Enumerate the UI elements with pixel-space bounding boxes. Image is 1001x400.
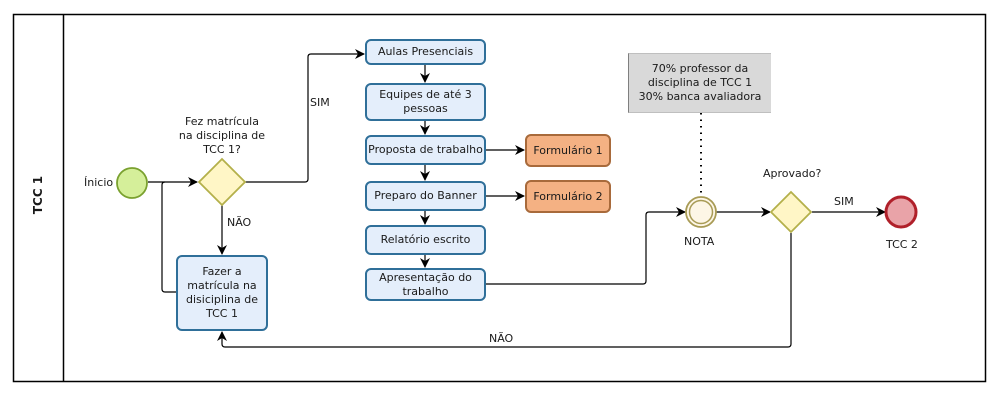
pool-frame [12,13,987,383]
task-proposta[interactable]: Proposta de trabalho [365,135,486,165]
intermediate-event-inner-ring [688,199,714,225]
lane-label-text: TCC 1 [31,175,46,215]
text-annotation: 70% professor da disciplina de TCC 1 30%… [628,53,771,113]
gateway-approved[interactable] [769,190,813,234]
lane-label: TCC 1 [22,176,54,214]
task-relatorio[interactable]: Relatório escrito [365,225,486,255]
task-enroll-line4: TCC 1 [206,307,238,320]
task-aulas-presenciais[interactable]: Aulas Presenciais [365,39,486,65]
form-1-label: Formulário 1 [533,143,603,157]
task-label: Relatório escrito [380,233,471,246]
flow-enroll-to-gateway [161,181,176,293]
form-1[interactable]: Formulário 1 [525,134,611,167]
gateway-enrolled-label-line3: TCC 1? [203,143,241,156]
task-equipes[interactable]: Equipes de até 3 pessoas [365,83,486,121]
task-enroll-line1: Fazer a [202,265,242,278]
flow-yes-to-aulas [245,49,365,183]
gateway-enrolled[interactable] [197,157,247,207]
flow-apresentacao-to-nota [485,207,686,285]
flow-no-to-enroll-return [217,233,792,348]
task-label-line2: trabalho [402,284,449,298]
task-label: Proposta de trabalho [368,143,483,156]
task-enroll[interactable]: Fazer a matrícula na disiciplina de TCC … [176,255,268,331]
gateway-enrolled-label-line1: Fez matrícula [185,115,259,128]
task-enroll-line3: disiciplina de [186,293,258,306]
gateway-enrolled-label-line2: na disciplina de [178,129,266,142]
task-label-line1: Equipes de até 3 [379,88,472,101]
start-event[interactable] [116,167,148,199]
annotation-line2: disciplina de TCC 1 [647,76,753,89]
annotation-line1: 70% professor da [651,62,749,75]
task-apresentacao[interactable]: Apresentação do trabalho [365,268,486,301]
intermediate-event-nota[interactable] [685,196,717,228]
gateway-approved-label: Aprovado? [763,167,822,180]
form-2-label: Formulário 2 [533,189,603,203]
start-event-label: Ínicio [84,176,114,189]
intermediate-event-label: NOTA [684,235,715,248]
flow-label-no-approved: NÃO [489,332,514,345]
task-enroll-line2: matrícula na [187,279,257,292]
end-event[interactable] [884,195,918,229]
task-label-line1: Apresentação do [379,270,472,284]
end-event-label: TCC 2 [886,238,918,251]
task-label-line2: pessoas [403,102,448,115]
task-label: Aulas Presenciais [377,45,474,58]
flow-label-no-enrolled: NÃO [227,216,252,229]
flow-label-yes-enrolled: SIM [310,96,330,109]
task-banner[interactable]: Preparo do Banner [365,181,486,211]
task-label: Preparo do Banner [374,189,477,202]
form-2[interactable]: Formulário 2 [525,180,611,213]
gateway-enrolled-label: Fez matrícula na disciplina de TCC 1? [172,115,272,157]
annotation-line3: 30% banca avaliadora [638,90,762,103]
flow-label-yes-approved: SIM [834,195,854,208]
